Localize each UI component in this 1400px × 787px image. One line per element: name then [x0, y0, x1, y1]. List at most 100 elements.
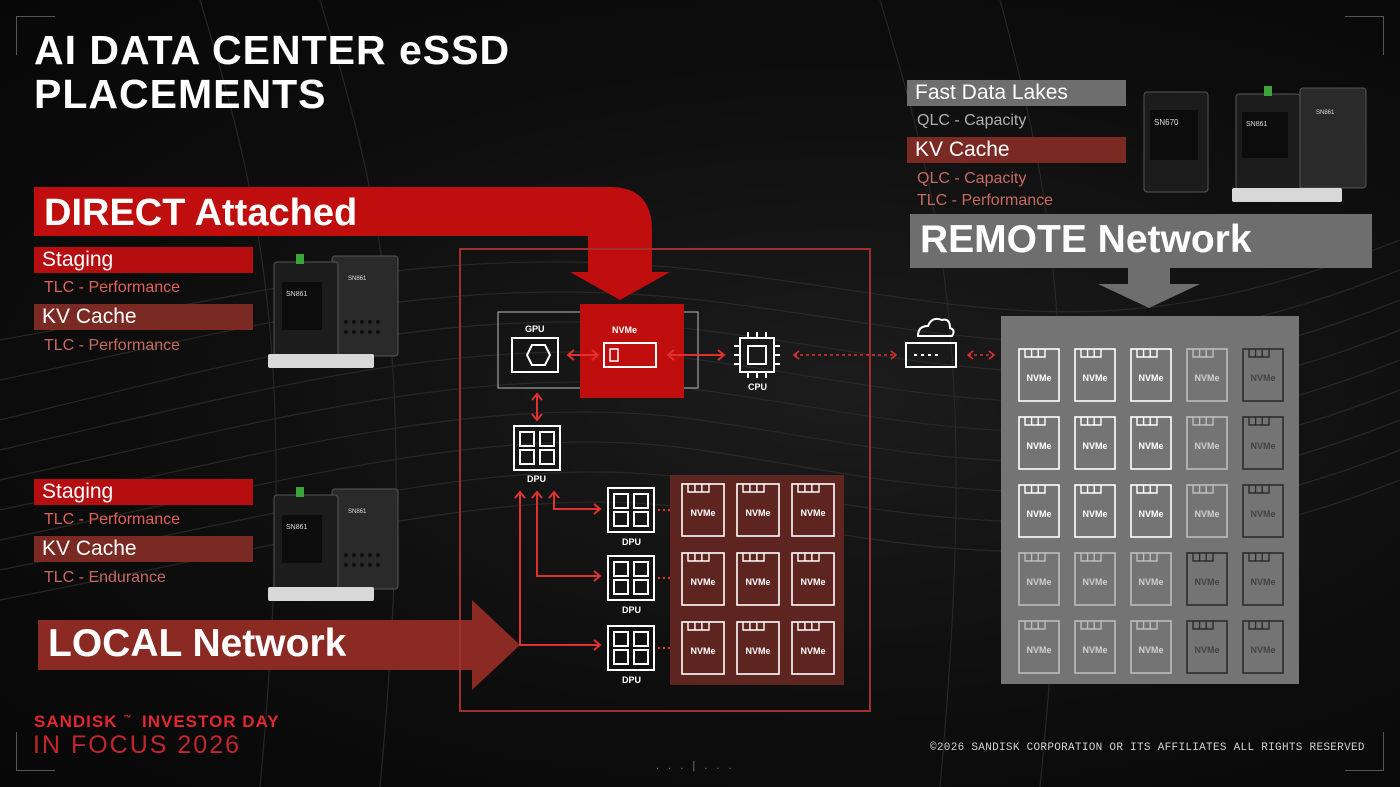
direct-staging-sub: TLC - Performance	[44, 279, 181, 296]
nvme-drive: NVMe	[1018, 620, 1060, 674]
ssd-model-label: SN861	[348, 509, 367, 515]
nvme-drive: NVMe	[1242, 484, 1284, 538]
nvme-drive-label: NVMe	[1250, 441, 1275, 451]
nvme-drive: NVMe	[791, 552, 835, 606]
nvme-drive: NVMe	[681, 621, 725, 675]
direct-kvcache-sub: TLC - Performance	[44, 337, 181, 354]
nvme-drive-label: NVMe	[800, 646, 825, 656]
nvme-drive: NVMe	[1018, 348, 1060, 402]
nvme-drive: NVMe	[681, 483, 725, 537]
corner-bracket	[16, 732, 55, 771]
nvme-drive-label: NVMe	[1026, 577, 1051, 587]
nvme-drive-label: NVMe	[1082, 373, 1107, 383]
local-staging-sub: TLC - Performance	[44, 511, 181, 528]
local-banner: LOCAL Network	[48, 622, 347, 665]
dpu-main-node	[513, 425, 561, 471]
nvme-drive: NVMe	[1242, 348, 1284, 402]
nvme-drive-label: NVMe	[1026, 373, 1051, 383]
footer-brand-logo: SANDISK ™ INVESTOR DAY	[34, 712, 280, 731]
nvme-drive-label: NVMe	[1194, 577, 1219, 587]
nvme-drive-label: NVMe	[1250, 373, 1275, 383]
nvme-drive: NVMe	[1074, 416, 1116, 470]
nvme-drive: NVMe	[1018, 484, 1060, 538]
nvme-drive-label: NVMe	[1138, 441, 1163, 451]
ssd-model-label: SN861	[286, 291, 308, 298]
nvme-drive-label: NVMe	[745, 508, 770, 518]
link-network-remote	[966, 350, 996, 360]
direct-staging-label: Staging	[34, 247, 253, 273]
nvme-drive-label: NVMe	[1194, 645, 1219, 655]
nvme-drive-label: NVMe	[1194, 441, 1219, 451]
corner-bracket	[1345, 732, 1384, 771]
nvme-drive: NVMe	[791, 621, 835, 675]
nvme-drive-label: NVMe	[690, 508, 715, 518]
nvme-drive: NVMe	[1074, 484, 1116, 538]
remote-fastdatalakes-label: Fast Data Lakes	[907, 80, 1126, 106]
nvme-drive: NVMe	[1186, 416, 1228, 470]
dpu-fanout-links	[514, 490, 602, 651]
link-nvme-cpu	[666, 349, 726, 361]
nvme-drive: NVMe	[1186, 552, 1228, 606]
dpu-local-label: DPU	[622, 605, 641, 615]
nvme-drive: NVMe	[1018, 416, 1060, 470]
nvme-drive-label: NVMe	[1026, 645, 1051, 655]
nvme-drive: NVMe	[1130, 552, 1172, 606]
local-kvcache-sub: TLC - Endurance	[44, 569, 166, 586]
nvme-drive-label: NVMe	[690, 577, 715, 587]
nvme-drive-label: NVMe	[745, 646, 770, 656]
ssd-model-label: SN670	[1154, 118, 1179, 127]
nvme-drive: NVMe	[1186, 484, 1228, 538]
cpu-label: CPU	[748, 382, 767, 392]
nvme-drive: NVMe	[791, 483, 835, 537]
nvme-drive: NVMe	[1074, 552, 1116, 606]
nvme-drive: NVMe	[1018, 552, 1060, 606]
ssd-model-label: SN861	[1316, 110, 1335, 116]
nvme-drive: NVMe	[1130, 484, 1172, 538]
nvme-drive-label: NVMe	[1082, 577, 1107, 587]
local-staging-label: Staging	[34, 479, 253, 505]
nvme-drive: NVMe	[1130, 620, 1172, 674]
dpu-main-label: DPU	[527, 474, 546, 484]
nvme-drive-label: NVMe	[1138, 509, 1163, 519]
nvme-drive: NVMe	[1186, 348, 1228, 402]
remote-kvcache-sub-1: QLC - Capacity	[917, 170, 1027, 187]
ssd-model-label: SN861	[1246, 121, 1268, 128]
remote-banner: REMOTE Network	[920, 218, 1252, 261]
nvme-drive-label: NVMe	[1250, 509, 1275, 519]
nvme-drive: NVMe	[1130, 348, 1172, 402]
footer-event: INVESTOR DAY	[141, 712, 280, 731]
dpu-local-label: DPU	[622, 675, 641, 685]
remote-kvcache-sub-2: TLC - Performance	[917, 192, 1054, 209]
nvme-drive: NVMe	[1074, 348, 1116, 402]
footer-brand: SANDISK	[34, 712, 118, 731]
nvme-drive: NVMe	[1242, 552, 1284, 606]
nvme-drive: NVMe	[736, 483, 780, 537]
copyright: ©2026 SANDISK CORPORATION OR ITS AFFILIA…	[930, 742, 1365, 754]
nvme-drive: NVMe	[736, 621, 780, 675]
nvme-drive-label: NVMe	[1250, 577, 1275, 587]
nvme-drive-label: NVMe	[1082, 441, 1107, 451]
link-gpu-nvme	[566, 349, 600, 361]
dpu-local-nodes	[607, 487, 655, 671]
nvme-drive-label: NVMe	[1194, 373, 1219, 383]
link-cpu-network-heads	[792, 350, 898, 360]
direct-banner: DIRECT Attached	[44, 192, 358, 234]
nvme-drive: NVMe	[736, 552, 780, 606]
local-kvcache-label: KV Cache	[34, 536, 253, 562]
title-line-2: PLACEMENTS	[34, 71, 327, 117]
local-nvme-panel	[670, 475, 844, 685]
nvme-drive: NVMe	[1242, 416, 1284, 470]
ssd-product-image-direct: SN861 SN861	[268, 254, 399, 368]
cpu-node	[734, 332, 780, 378]
remote-kvcache-label: KV Cache	[907, 137, 1126, 163]
ssd-product-image-local: SN861 SN861	[268, 487, 399, 601]
footer-tagline: IN FOCUS 2026	[33, 731, 242, 759]
corner-bracket	[1345, 16, 1384, 55]
nvme-drive-label: NVMe	[1138, 645, 1163, 655]
nvme-drive: NVMe	[1074, 620, 1116, 674]
